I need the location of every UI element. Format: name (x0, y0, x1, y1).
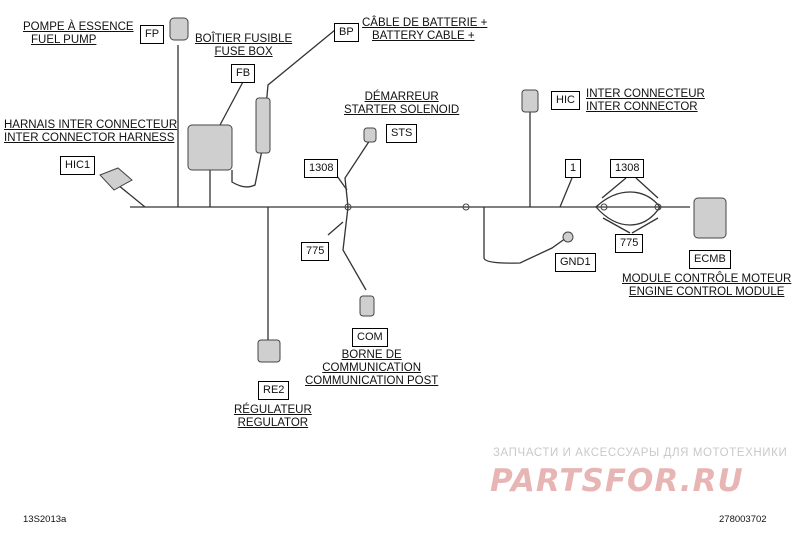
hic-box: HIC (551, 91, 580, 110)
bp-box: BP (334, 23, 359, 42)
wire-1-box: 1 (565, 159, 582, 178)
wire-775-box: 775 (301, 242, 330, 261)
leader-775a (327, 221, 344, 236)
ground-terminal-icon (562, 231, 574, 243)
fuel-pump-connector-icon (169, 17, 189, 41)
splice-icon (344, 203, 352, 211)
wire-775-ecm-box: 775 (615, 234, 644, 253)
ecm-split-lower (595, 206, 661, 226)
hic1-connector-icon (99, 167, 133, 191)
ground-lead (483, 207, 567, 264)
diagram-code-right: 278003702 (719, 514, 767, 525)
ecm-split-upper (595, 191, 661, 208)
fb-box: FB (231, 64, 256, 83)
ecm-icon (693, 197, 727, 239)
starter-connector-icon (363, 127, 377, 143)
battery-cable-label: CÂBLE DE BATTERIE +BATTERY CABLE + (362, 17, 488, 42)
starter-lead (344, 139, 371, 208)
leader-1 (559, 177, 573, 208)
watermark-tagline: ЗАПЧАСТИ И АКСЕССУАРЫ ДЛЯ МОТОТЕХНИКИ (493, 447, 788, 459)
fp-box: FP (140, 25, 165, 44)
battery-cable-lead (231, 29, 336, 188)
com-box: COM (352, 328, 388, 347)
leader-1308b-l (601, 177, 627, 199)
hic1-box: HIC1 (60, 156, 96, 175)
leader-1308b-r (635, 177, 659, 199)
hic-connector-icon (521, 89, 539, 113)
sts-box: STS (386, 124, 418, 143)
watermark-logo: PARTSFOR.RU (490, 463, 744, 499)
ecmb-box: ECMB (689, 250, 731, 269)
hic1-lead (117, 184, 146, 208)
re2-box: RE2 (258, 381, 290, 400)
com-post-icon (359, 295, 375, 317)
regulator-icon (257, 339, 281, 363)
fuse-box-cable (219, 79, 245, 126)
splice-icon (654, 203, 662, 211)
wire-1308-ecm-box: 1308 (610, 159, 645, 178)
leader-1308a (336, 175, 348, 191)
leader-775b-r (631, 217, 659, 234)
wire-1308-box: 1308 (304, 159, 339, 178)
splice-icon (462, 203, 470, 211)
com-lead (342, 206, 367, 291)
battery-terminal-icon (255, 97, 271, 154)
splice-icon (600, 203, 608, 211)
fuse-box-icon (187, 124, 233, 171)
gnd1-box: GND1 (555, 253, 596, 272)
leader-775b-l (602, 217, 631, 234)
diagram-code-left: 13S2013a (23, 514, 67, 525)
